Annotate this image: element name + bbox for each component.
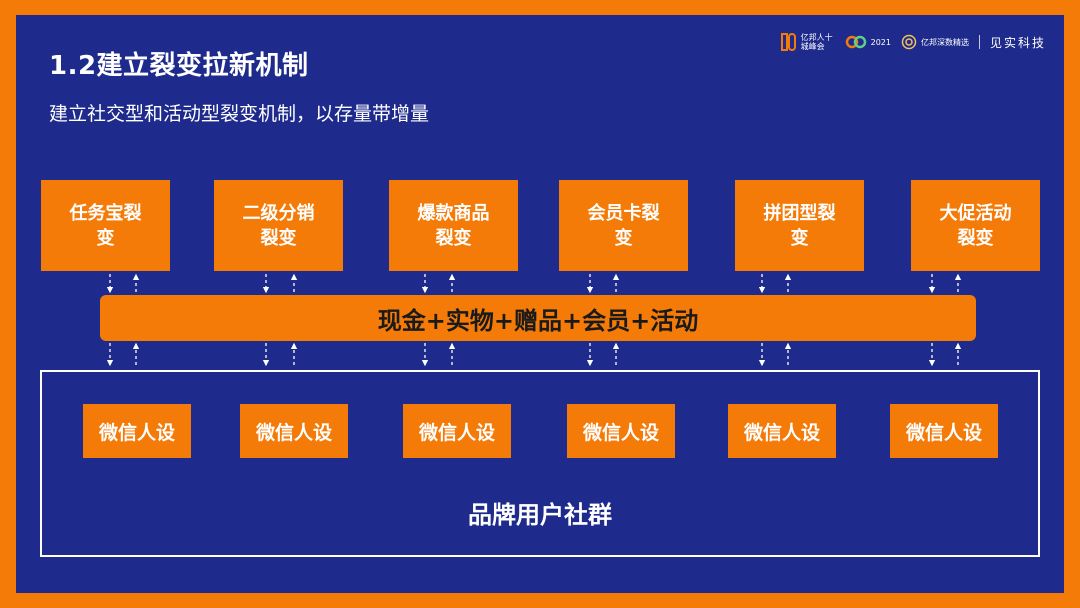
persona-box: 微信人设 xyxy=(890,404,998,458)
fission-type-box: 拼团型裂变 xyxy=(735,180,864,271)
logo-summit: 亿邦人十城峰会 xyxy=(780,33,835,51)
logo-2021-text: 2021 xyxy=(870,37,891,47)
persona-label: 微信人设 xyxy=(418,421,495,444)
rings-logo-icon xyxy=(845,35,866,49)
logo-divider xyxy=(978,35,980,49)
fission-type-box: 爆款商品裂变 xyxy=(389,180,518,271)
community-label: 品牌用户社群 xyxy=(468,501,612,529)
logo-select-text: 亿邦深数精选 xyxy=(920,37,969,47)
fission-type-label: 拼团型裂变 xyxy=(763,202,836,249)
community-frame xyxy=(40,370,1040,557)
logo-brand-text: 见实科技 xyxy=(989,35,1046,50)
fission-type-label: 爆款商品裂变 xyxy=(417,202,490,249)
reward-bar-label: 现金+实物+赠品+会员+活动 xyxy=(377,306,699,335)
persona-label: 微信人设 xyxy=(582,421,659,444)
fission-type-label: 大促活动裂变 xyxy=(939,202,1012,249)
persona-box: 微信人设 xyxy=(567,404,675,458)
select-logo-icon xyxy=(901,34,917,50)
page-subtitle: 建立社交型和活动型裂变机制，以存量带增量 xyxy=(49,103,430,125)
persona-label: 微信人设 xyxy=(743,421,820,444)
persona-box: 微信人设 xyxy=(403,404,511,458)
persona-label: 微信人设 xyxy=(905,421,982,444)
logo-select: 亿邦深数精选 xyxy=(901,34,969,50)
logo-summit-text: 亿邦人十城峰会 xyxy=(800,33,833,51)
persona-label: 微信人设 xyxy=(255,421,332,444)
fission-type-box: 大促活动裂变 xyxy=(911,180,1040,271)
slide: 1.2建立裂变拉新机制 建立社交型和活动型裂变机制，以存量带增量 亿邦人十城峰会… xyxy=(16,15,1064,593)
page-title: 1.2建立裂变拉新机制 xyxy=(49,51,309,81)
summit-logo-icon xyxy=(780,33,796,51)
connector-arrows xyxy=(106,273,962,367)
fission-type-label: 二级分销裂变 xyxy=(242,202,315,249)
persona-box: 微信人设 xyxy=(728,404,836,458)
fission-type-box: 会员卡裂变 xyxy=(559,180,688,271)
persona-box: 微信人设 xyxy=(240,404,348,458)
sponsor-logos: 亿邦人十城峰会 2021 亿邦深数精选 见实科技 xyxy=(780,31,1046,53)
fission-type-label: 任务宝裂变 xyxy=(69,202,142,249)
persona-box: 微信人设 xyxy=(83,404,191,458)
fission-type-label: 会员卡裂变 xyxy=(587,202,660,249)
fission-type-box: 二级分销裂变 xyxy=(214,180,343,271)
logo-2021: 2021 xyxy=(845,35,891,49)
reward-bar: 现金+实物+赠品+会员+活动 xyxy=(100,295,976,341)
persona-label: 微信人设 xyxy=(98,421,175,444)
fission-type-box: 任务宝裂变 xyxy=(41,180,170,271)
